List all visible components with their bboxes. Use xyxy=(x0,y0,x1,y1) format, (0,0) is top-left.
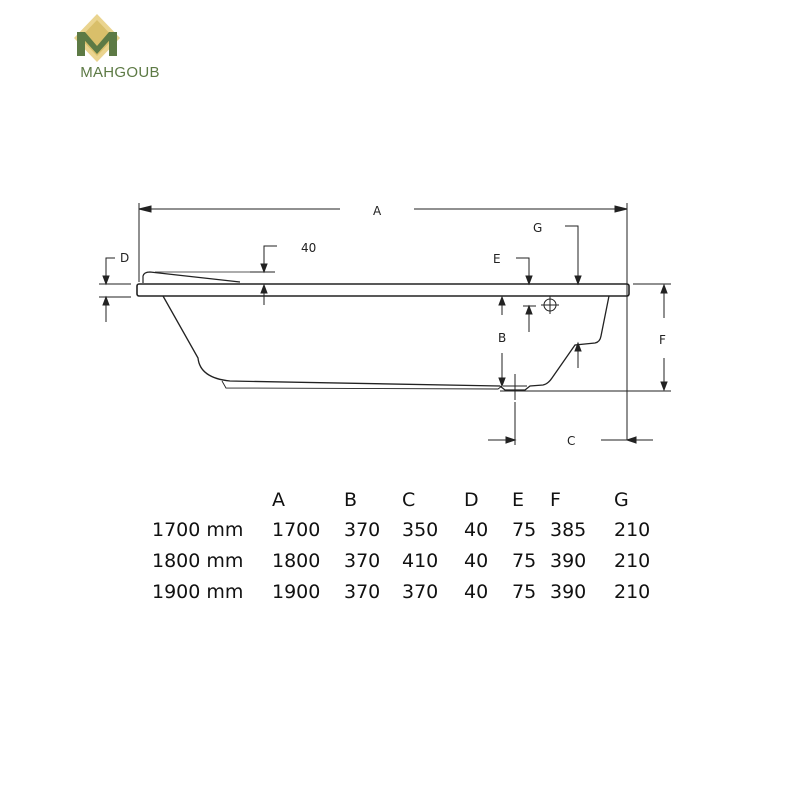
cell-c: 370 xyxy=(402,580,439,603)
col-header-d: D xyxy=(464,489,479,511)
cell-b: 370 xyxy=(344,518,381,541)
cell-model: 1900 mm xyxy=(152,580,244,603)
cell-c: 350 xyxy=(402,518,439,541)
table-row: 1800 mm 1800 370 410 40 75 390 210 xyxy=(152,545,664,576)
cell-b: 370 xyxy=(344,580,381,603)
cell-a: 1900 xyxy=(272,580,321,603)
cell-d: 40 xyxy=(464,580,489,603)
cell-d: 40 xyxy=(464,549,489,572)
col-header-a: A xyxy=(272,489,285,511)
dim-label-e: E xyxy=(493,252,501,266)
bathtub-technical-drawing: A D 40 E G B F C xyxy=(99,203,671,448)
col-header-b: B xyxy=(344,489,358,511)
cell-g: 210 xyxy=(614,580,651,603)
cell-e: 75 xyxy=(512,518,537,541)
cell-f: 390 xyxy=(550,580,587,603)
dim-label-40: 40 xyxy=(301,241,316,255)
col-header-c: C xyxy=(402,489,416,511)
dim-label-f: F xyxy=(659,333,666,347)
cell-model: 1800 mm xyxy=(152,549,244,572)
cell-f: 385 xyxy=(550,518,587,541)
col-header-model xyxy=(152,486,272,514)
dimensions-table: A B C D E F G 1700 mm 1700 370 350 40 75… xyxy=(152,486,664,607)
bathtub-side-view: A D 40 E G B F C xyxy=(99,203,671,448)
cell-g: 210 xyxy=(614,518,651,541)
col-header-g: G xyxy=(614,489,629,511)
table-row: 1700 mm 1700 370 350 40 75 385 210 xyxy=(152,514,664,545)
logo-mark-icon xyxy=(74,14,120,62)
brand-logo: MAHGOUB xyxy=(70,12,170,82)
cell-a: 1800 xyxy=(272,549,321,572)
cell-g: 210 xyxy=(614,549,651,572)
table-header-row: A B C D E F G xyxy=(152,486,664,514)
cell-e: 75 xyxy=(512,580,537,603)
dim-label-c: C xyxy=(567,434,575,448)
dim-label-g: G xyxy=(533,221,542,235)
col-header-e: E xyxy=(512,489,525,511)
cell-f: 390 xyxy=(550,549,587,572)
brand-name: MAHGOUB xyxy=(80,64,160,81)
dim-label-d: D xyxy=(120,251,129,265)
dim-label-a: A xyxy=(373,204,382,218)
dim-label-b: B xyxy=(498,331,506,345)
cell-d: 40 xyxy=(464,518,489,541)
cell-b: 370 xyxy=(344,549,381,572)
col-header-f: F xyxy=(550,489,561,511)
table-row: 1900 mm 1900 370 370 40 75 390 210 xyxy=(152,576,664,607)
cell-e: 75 xyxy=(512,549,537,572)
cell-a: 1700 xyxy=(272,518,321,541)
cell-c: 410 xyxy=(402,549,439,572)
cell-model: 1700 mm xyxy=(152,518,244,541)
